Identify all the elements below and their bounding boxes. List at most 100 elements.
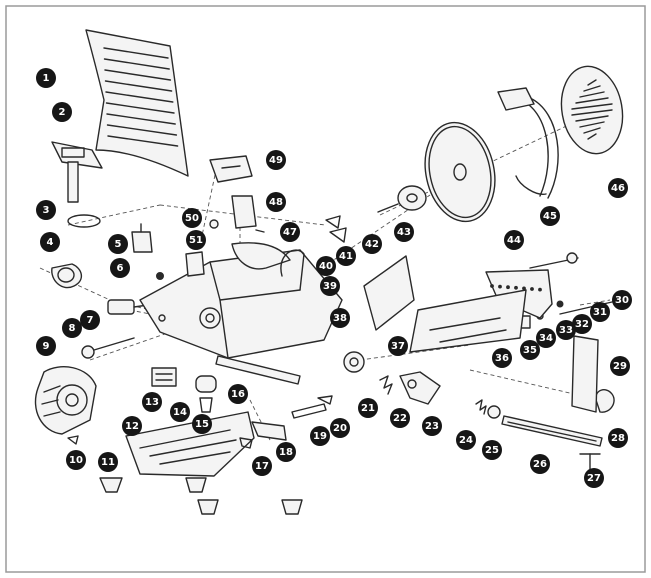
callout-2: 2 bbox=[52, 102, 72, 122]
callout-number: 11 bbox=[101, 457, 115, 468]
callout-36: 36 bbox=[492, 348, 512, 368]
callout-number: 29 bbox=[613, 361, 627, 372]
callout-number: 50 bbox=[185, 213, 199, 224]
callout-9: 9 bbox=[36, 336, 56, 356]
callout-24: 24 bbox=[456, 430, 476, 450]
callout-4: 4 bbox=[40, 232, 60, 252]
part-drum bbox=[377, 185, 427, 213]
callout-30: 30 bbox=[612, 290, 632, 310]
part-axle bbox=[529, 252, 579, 269]
callout-number: 22 bbox=[393, 413, 407, 424]
callout-43: 43 bbox=[394, 222, 414, 242]
part-bracket-post bbox=[51, 141, 103, 203]
callout-7: 7 bbox=[80, 310, 100, 330]
callout-47: 47 bbox=[280, 222, 300, 242]
callout-number: 8 bbox=[69, 323, 76, 334]
callout-number: 26 bbox=[533, 459, 547, 470]
part-lever-arm bbox=[399, 371, 441, 405]
callout-5: 5 bbox=[108, 234, 128, 254]
part-pin bbox=[579, 453, 601, 471]
part-rod bbox=[215, 355, 301, 385]
part-rail bbox=[501, 415, 603, 447]
callout-37: 37 bbox=[388, 336, 408, 356]
callout-number: 19 bbox=[313, 431, 327, 442]
callout-number: 31 bbox=[593, 307, 607, 318]
callout-46: 46 bbox=[608, 178, 628, 198]
callout-number: 47 bbox=[283, 227, 297, 238]
part-blade-disc bbox=[424, 121, 496, 223]
part-plate bbox=[185, 251, 205, 277]
callout-number: 23 bbox=[425, 421, 439, 432]
part-perforated-cover bbox=[560, 65, 624, 155]
callout-41: 41 bbox=[336, 246, 356, 266]
callout-11: 11 bbox=[98, 452, 118, 472]
part-cylinder bbox=[195, 375, 217, 393]
callout-number: 25 bbox=[485, 445, 499, 456]
part-top-cover bbox=[85, 29, 189, 177]
callout-number: 33 bbox=[559, 325, 573, 336]
callout-31: 31 bbox=[590, 302, 610, 322]
callout-number: 2 bbox=[59, 107, 66, 118]
callout-number: 15 bbox=[195, 419, 209, 430]
callout-number: 7 bbox=[87, 315, 94, 326]
callout-20: 20 bbox=[330, 418, 350, 438]
callout-33: 33 bbox=[556, 320, 576, 340]
callout-51: 51 bbox=[186, 230, 206, 250]
callout-25: 25 bbox=[482, 440, 502, 460]
part-hook bbox=[280, 249, 305, 291]
callout-number: 16 bbox=[231, 389, 245, 400]
callout-number: 18 bbox=[279, 447, 293, 458]
callout-number: 28 bbox=[611, 433, 625, 444]
part-circuit-board bbox=[151, 367, 177, 387]
part-base-tray bbox=[125, 411, 255, 477]
callout-number: 37 bbox=[391, 341, 405, 352]
callout-number: 21 bbox=[361, 403, 375, 414]
callout-19: 19 bbox=[310, 426, 330, 446]
callout-17: 17 bbox=[252, 456, 272, 476]
callout-number: 10 bbox=[69, 455, 83, 466]
callout-number: 12 bbox=[125, 421, 139, 432]
callout-35: 35 bbox=[520, 340, 540, 360]
callout-number: 13 bbox=[145, 397, 159, 408]
part-lever-small bbox=[239, 437, 253, 449]
callout-28: 28 bbox=[608, 428, 628, 448]
callout-number: 48 bbox=[269, 197, 283, 208]
callout-21: 21 bbox=[358, 398, 378, 418]
part-nut bbox=[556, 300, 564, 308]
callout-48: 48 bbox=[266, 192, 286, 212]
callout-1: 1 bbox=[36, 68, 56, 88]
callout-12: 12 bbox=[122, 416, 142, 436]
callout-number: 43 bbox=[397, 227, 411, 238]
part-foot-extra bbox=[185, 477, 303, 515]
callout-number: 9 bbox=[43, 341, 50, 352]
callout-number: 1 bbox=[43, 73, 50, 84]
callout-number: 49 bbox=[269, 155, 283, 166]
part-switch bbox=[131, 223, 153, 253]
part-sliding-tray bbox=[409, 289, 527, 353]
part-shaft-plug bbox=[107, 299, 149, 315]
part-belt-arc bbox=[497, 87, 559, 199]
part-small-pin bbox=[255, 229, 265, 233]
callout-number: 20 bbox=[333, 423, 347, 434]
callout-8: 8 bbox=[62, 318, 82, 338]
callout-number: 42 bbox=[365, 239, 379, 250]
callout-number: 40 bbox=[319, 261, 333, 272]
part-main-housing bbox=[139, 242, 343, 359]
callout-6: 6 bbox=[110, 258, 130, 278]
callout-34: 34 bbox=[536, 328, 556, 348]
part-foot bbox=[99, 477, 123, 493]
part-top-knob bbox=[209, 155, 253, 183]
callout-number: 34 bbox=[539, 333, 553, 344]
callout-22: 22 bbox=[390, 408, 410, 428]
callout-40: 40 bbox=[316, 256, 336, 276]
part-small-bracket bbox=[317, 395, 333, 405]
part-ring bbox=[67, 214, 101, 228]
callout-13: 13 bbox=[142, 392, 162, 412]
callout-26: 26 bbox=[530, 454, 550, 474]
callout-number: 27 bbox=[587, 473, 601, 484]
callout-32: 32 bbox=[572, 314, 592, 334]
callout-number: 41 bbox=[339, 251, 353, 262]
callout-27: 27 bbox=[584, 468, 604, 488]
callout-number: 17 bbox=[255, 461, 269, 472]
